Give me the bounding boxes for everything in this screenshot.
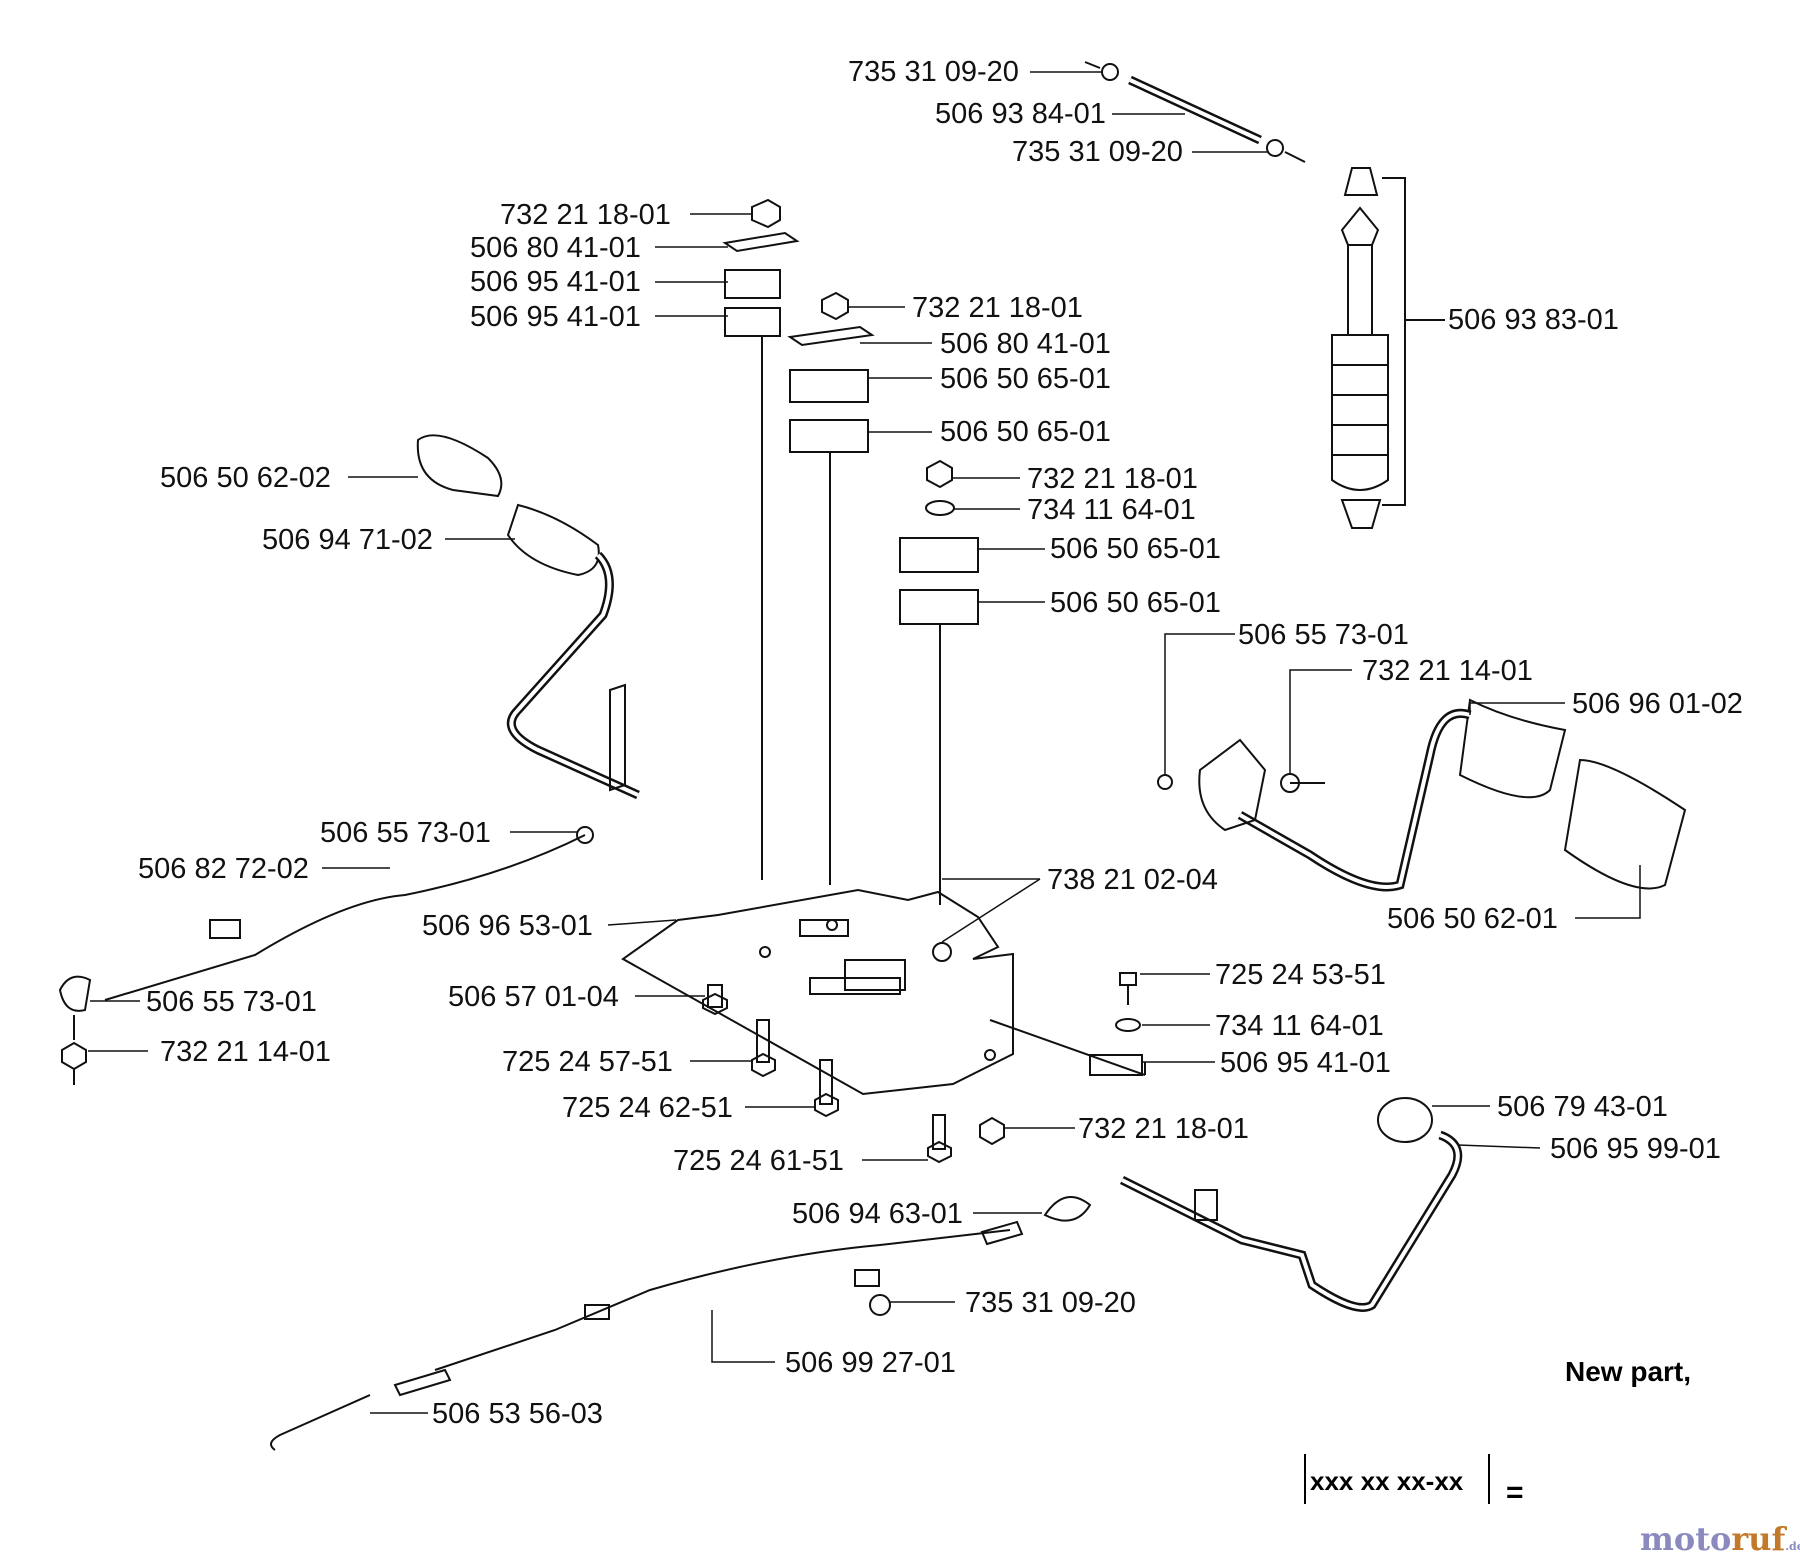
pin-with-clips bbox=[1084, 61, 1306, 163]
bottom-cable-assembly bbox=[270, 1196, 1092, 1451]
part-label: 735 31 09-20 bbox=[848, 56, 1019, 88]
part-label: 506 95 41-01 bbox=[470, 301, 641, 333]
right-pedal-assembly bbox=[1157, 698, 1687, 892]
part-label: 506 80 41-01 bbox=[940, 328, 1111, 360]
part-label: 725 24 62-51 bbox=[562, 1092, 733, 1124]
watermark-accent: ruf bbox=[1731, 1520, 1786, 1558]
part-label: 506 94 71-02 bbox=[262, 524, 433, 556]
part-label: 506 99 27-01 bbox=[785, 1347, 956, 1379]
part-label: 506 55 73-01 bbox=[146, 986, 317, 1018]
part-label: 506 80 41-01 bbox=[470, 232, 641, 264]
part-label: 735 31 09-20 bbox=[1012, 136, 1183, 168]
leader-lines bbox=[88, 71, 1641, 1414]
base-plate bbox=[621, 888, 1146, 1096]
part-label: 506 50 62-02 bbox=[160, 462, 331, 494]
watermark-suffix: .de bbox=[1785, 1540, 1800, 1553]
part-label: 734 11 64-01 bbox=[1215, 1010, 1384, 1042]
part-label: 506 50 62-01 bbox=[1387, 903, 1558, 935]
watermark-main: moto bbox=[1640, 1520, 1732, 1558]
part-label: 725 24 57-51 bbox=[502, 1046, 673, 1078]
part-label: 506 55 73-01 bbox=[320, 817, 491, 849]
right-bolt-group bbox=[1089, 972, 1143, 1076]
new-part-note: New part, bbox=[1565, 1356, 1692, 1387]
part-label: 506 96 53-01 bbox=[422, 910, 593, 942]
middle-mount-stack bbox=[787, 291, 875, 885]
part-label: 732 21 18-01 bbox=[1027, 463, 1198, 495]
part-label: 506 96 01-02 bbox=[1572, 688, 1743, 720]
mounting-bolts bbox=[702, 984, 1005, 1164]
part-label: 734 11 64-01 bbox=[1027, 494, 1196, 526]
part-label: 506 50 65-01 bbox=[1050, 587, 1221, 619]
part-label: 506 93 84-01 bbox=[935, 98, 1106, 130]
part-label: 732 21 14-01 bbox=[1362, 655, 1533, 687]
part-label: 506 95 41-01 bbox=[1220, 1047, 1391, 1079]
left-pedal-assembly bbox=[416, 434, 640, 800]
part-label: 725 24 61-51 bbox=[673, 1145, 844, 1177]
legend-code: xxx xx xx-xx bbox=[1310, 1466, 1464, 1496]
part-label: 725 24 53-51 bbox=[1215, 959, 1386, 991]
legend-equals: = bbox=[1506, 1476, 1524, 1509]
part-label: 506 50 65-01 bbox=[1050, 533, 1221, 565]
part-label: 735 31 09-20 bbox=[965, 1287, 1136, 1319]
part-label: 506 50 65-01 bbox=[940, 363, 1111, 395]
legend-box bbox=[1304, 1454, 1490, 1504]
part-label: 506 93 83-01 bbox=[1448, 304, 1619, 336]
part-label: 732 21 18-01 bbox=[500, 199, 671, 231]
part-label: 732 21 18-01 bbox=[1078, 1113, 1249, 1145]
part-label: 506 95 41-01 bbox=[470, 266, 641, 298]
part-label: 506 53 56-03 bbox=[432, 1398, 603, 1430]
part-label: 506 57 01-04 bbox=[448, 981, 619, 1013]
right-mount-stack bbox=[899, 459, 979, 905]
knob-rod bbox=[1119, 1097, 1463, 1312]
left-cable bbox=[58, 826, 594, 1085]
part-label: 506 79 43-01 bbox=[1497, 1091, 1668, 1123]
left-mount-stack bbox=[722, 198, 800, 880]
part-label: 738 21 02-04 bbox=[1047, 864, 1218, 896]
part-label: 732 21 14-01 bbox=[160, 1036, 331, 1068]
part-label: 732 21 18-01 bbox=[912, 292, 1083, 324]
part-label: 506 95 99-01 bbox=[1550, 1133, 1721, 1165]
shock-absorber bbox=[1331, 167, 1445, 529]
part-label: 506 50 65-01 bbox=[940, 416, 1111, 448]
part-label: 506 55 73-01 bbox=[1238, 619, 1409, 651]
part-label: 506 82 72-02 bbox=[138, 853, 309, 885]
part-label: 506 94 63-01 bbox=[792, 1198, 963, 1230]
watermark-logo: motoruf.de bbox=[1640, 1520, 1800, 1558]
